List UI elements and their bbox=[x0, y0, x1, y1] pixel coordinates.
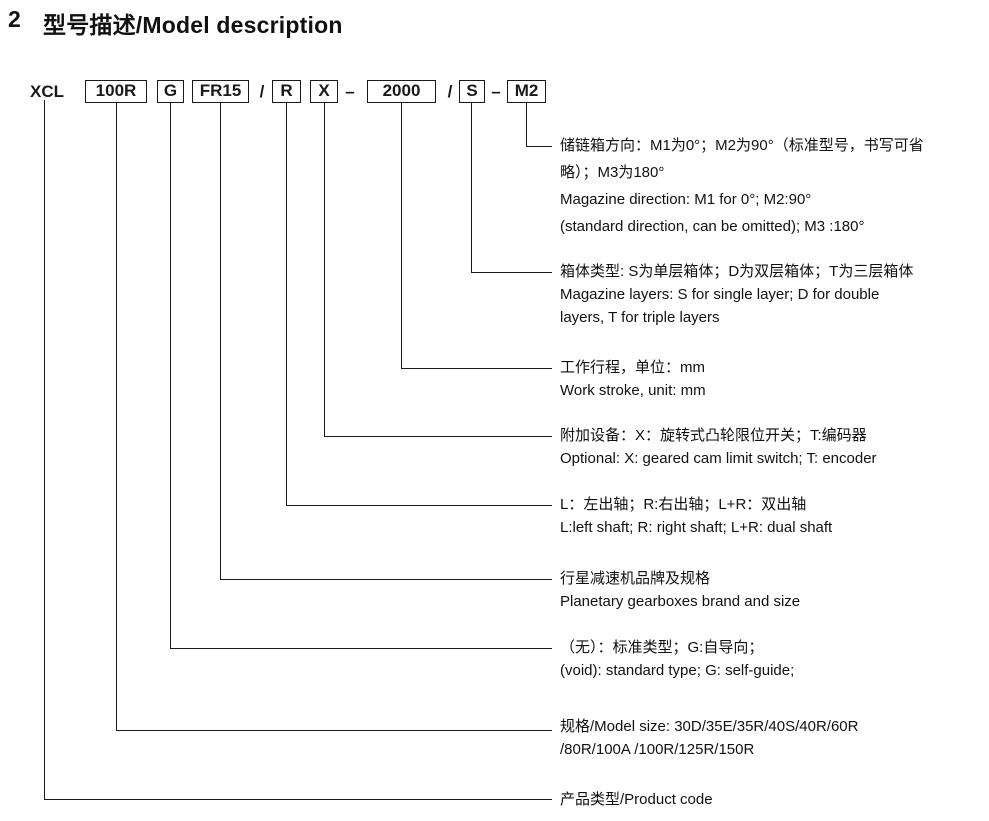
description-xcl: 产品类型/Product code bbox=[560, 788, 986, 811]
description-line: 附加设备：X：旋转式凸轮限位开关；T:编码器 bbox=[560, 427, 867, 444]
description-line: 储链箱方向：M1为0°；M2为90°（标准型号，书写可省 bbox=[560, 137, 924, 154]
connector-hline-2000 bbox=[401, 368, 552, 369]
description-line: Optional: X: geared cam limit switch; T:… bbox=[560, 450, 877, 467]
description-line: L:left shaft; R: right shaft; L+R: dual … bbox=[560, 519, 833, 536]
connector-vline-xcl bbox=[44, 100, 45, 799]
description-x: 附加设备：X：旋转式凸轮限位开关；T:编码器 Optional: X: gear… bbox=[560, 424, 986, 470]
description-line: Work stroke, unit: mm bbox=[560, 382, 706, 399]
description-line: 规格/Model size: 30D/35E/35R/40S/40R/60R bbox=[560, 718, 859, 735]
connector-hline-m2 bbox=[526, 146, 552, 147]
description-m2: 储链箱方向：M1为0°；M2为90°（标准型号，书写可省 略）；M3为180° … bbox=[560, 132, 986, 240]
description-line: 略）；M3为180° bbox=[560, 164, 665, 181]
code-token-xcl: XCL bbox=[30, 82, 64, 101]
description-line: /80R/100A /100R/125R/150R bbox=[560, 741, 755, 758]
description-r: L：左出轴；R:右出轴；L+R：双出轴 L:left shaft; R: rig… bbox=[560, 493, 986, 539]
description-line: 工作行程，单位：mm bbox=[560, 359, 705, 376]
code-separator-dash-2: – bbox=[491, 82, 501, 101]
description-2000: 工作行程，单位：mm Work stroke, unit: mm bbox=[560, 356, 986, 402]
code-token-fr15: FR15 bbox=[192, 80, 249, 103]
connector-vline-r bbox=[286, 103, 287, 505]
connector-vline-g bbox=[170, 103, 171, 648]
code-token-s: S bbox=[459, 80, 485, 103]
description-line: layers, T for triple layers bbox=[560, 309, 720, 326]
connector-vline-100r bbox=[116, 103, 117, 730]
connector-hline-100r bbox=[116, 730, 552, 731]
code-token-100r: 100R bbox=[85, 80, 147, 103]
code-token-m2: M2 bbox=[507, 80, 546, 103]
description-line: 产品类型/Product code bbox=[560, 791, 713, 808]
code-token-2000: 2000 bbox=[367, 80, 436, 103]
connector-vline-fr15 bbox=[220, 103, 221, 579]
description-line: Magazine layers: S for single layer; D f… bbox=[560, 286, 880, 303]
page-title: 2 型号描述/Model description bbox=[8, 6, 343, 40]
connector-hline-x bbox=[324, 436, 552, 437]
connector-hline-r bbox=[286, 505, 552, 506]
code-token-r: R bbox=[272, 80, 301, 103]
connector-vline-x bbox=[324, 103, 325, 436]
description-line: Planetary gearboxes brand and size bbox=[560, 593, 801, 610]
description-g: （无）：标准类型；G:自导向； (void): standard type; G… bbox=[560, 636, 986, 682]
description-s: 箱体类型: S为单层箱体；D为双层箱体；T为三层箱体 Magazine laye… bbox=[560, 260, 986, 329]
section-title-text: 型号描述/Model description bbox=[43, 12, 343, 38]
description-line: Magazine direction: M1 for 0°; M2:90° bbox=[560, 191, 812, 208]
code-separator-dash-1: – bbox=[345, 82, 355, 101]
description-fr15: 行星减速机品牌及规格 Planetary gearboxes brand and… bbox=[560, 567, 986, 613]
description-line: (standard direction, can be omitted); M3… bbox=[560, 218, 865, 235]
code-separator-slash-1: / bbox=[259, 82, 265, 101]
code-token-x: X bbox=[310, 80, 338, 103]
connector-hline-fr15 bbox=[220, 579, 552, 580]
description-line: 箱体类型: S为单层箱体；D为双层箱体；T为三层箱体 bbox=[560, 263, 914, 280]
connector-vline-s bbox=[471, 103, 472, 272]
section-number: 2 bbox=[8, 6, 21, 32]
description-100r: 规格/Model size: 30D/35E/35R/40S/40R/60R /… bbox=[560, 715, 986, 761]
description-line: （无）：标准类型；G:自导向； bbox=[560, 639, 764, 656]
connector-vline-m2 bbox=[526, 103, 527, 146]
description-line: (void): standard type; G: self-guide; bbox=[560, 662, 795, 679]
description-line: L：左出轴；R:右出轴；L+R：双出轴 bbox=[560, 496, 807, 513]
connector-hline-g bbox=[170, 648, 552, 649]
connector-hline-s bbox=[471, 272, 552, 273]
connector-vline-2000 bbox=[401, 103, 402, 368]
connector-hline-xcl bbox=[44, 799, 552, 800]
code-separator-slash-2: / bbox=[447, 82, 453, 101]
description-line: 行星减速机品牌及规格 bbox=[560, 570, 711, 587]
code-token-g: G bbox=[157, 80, 184, 103]
